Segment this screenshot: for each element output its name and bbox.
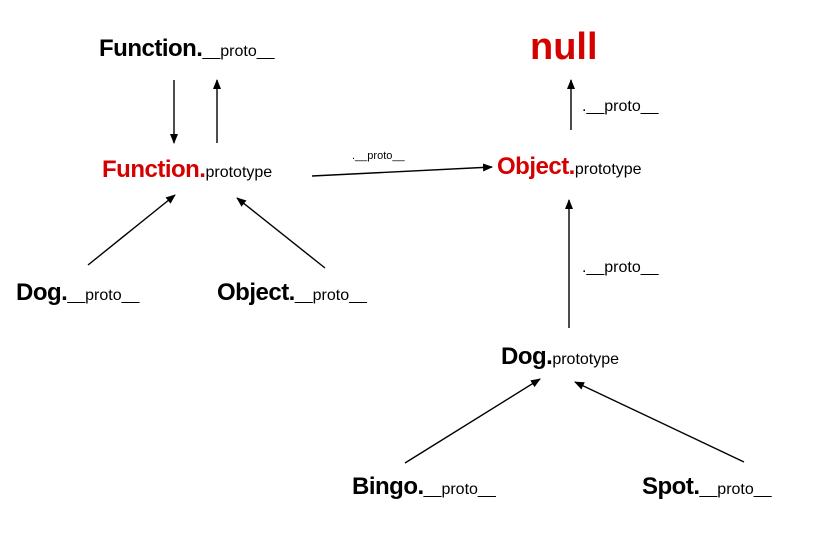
node-main-text: Dog. <box>16 279 68 306</box>
node-sub-text: __proto__ <box>423 481 496 498</box>
edge-spot-proto-to-dog-prototype <box>574 381 745 463</box>
dog-proto-node: Dog.__proto__ <box>16 281 139 305</box>
edge-function-prototype-to-object-prototype <box>311 163 493 177</box>
bingo-proto-node: Bingo.__proto__ <box>352 475 496 499</box>
node-main-text: Bingo. <box>352 473 424 500</box>
object-proto-node: Object.__proto__ <box>217 281 367 305</box>
node-main-text: Object. <box>497 153 575 180</box>
node-sub-text: prototype <box>552 351 620 368</box>
node-sub-text: prototype <box>205 164 273 181</box>
object-prototype-node: Object.prototype <box>497 155 642 179</box>
node-main-text: Function. <box>99 35 203 62</box>
dog-prototype-node: Dog.prototype <box>501 345 619 369</box>
edge-dog-proto-to-function-prototype <box>87 194 176 266</box>
edge-object-proto-to-function-prototype <box>236 197 326 269</box>
node-main-text: Object. <box>217 279 295 306</box>
edge-label-dog-to-object: .__proto__ <box>582 259 659 276</box>
spot-proto-node: Spot.__proto__ <box>642 475 772 499</box>
edge-label-function-to-object: .__proto__ <box>352 150 405 162</box>
null-node: null <box>530 26 598 68</box>
node-sub-text: __proto__ <box>202 43 275 60</box>
function-prototype-node: Function.prototype <box>102 158 272 182</box>
node-sub-text: prototype <box>574 161 642 178</box>
node-main-text: Spot. <box>642 473 700 500</box>
node-main-text: Function. <box>102 156 206 183</box>
edge-label-object-to-null: .__proto__ <box>582 98 659 115</box>
node-sub-text: __proto__ <box>699 481 772 498</box>
function-proto-node: Function.__proto__ <box>99 37 275 61</box>
node-sub-text: __proto__ <box>294 287 367 304</box>
node-main-text: Dog. <box>501 343 553 370</box>
node-sub-text: __proto__ <box>67 287 140 304</box>
edge-bingo-proto-to-dog-prototype <box>404 378 541 464</box>
